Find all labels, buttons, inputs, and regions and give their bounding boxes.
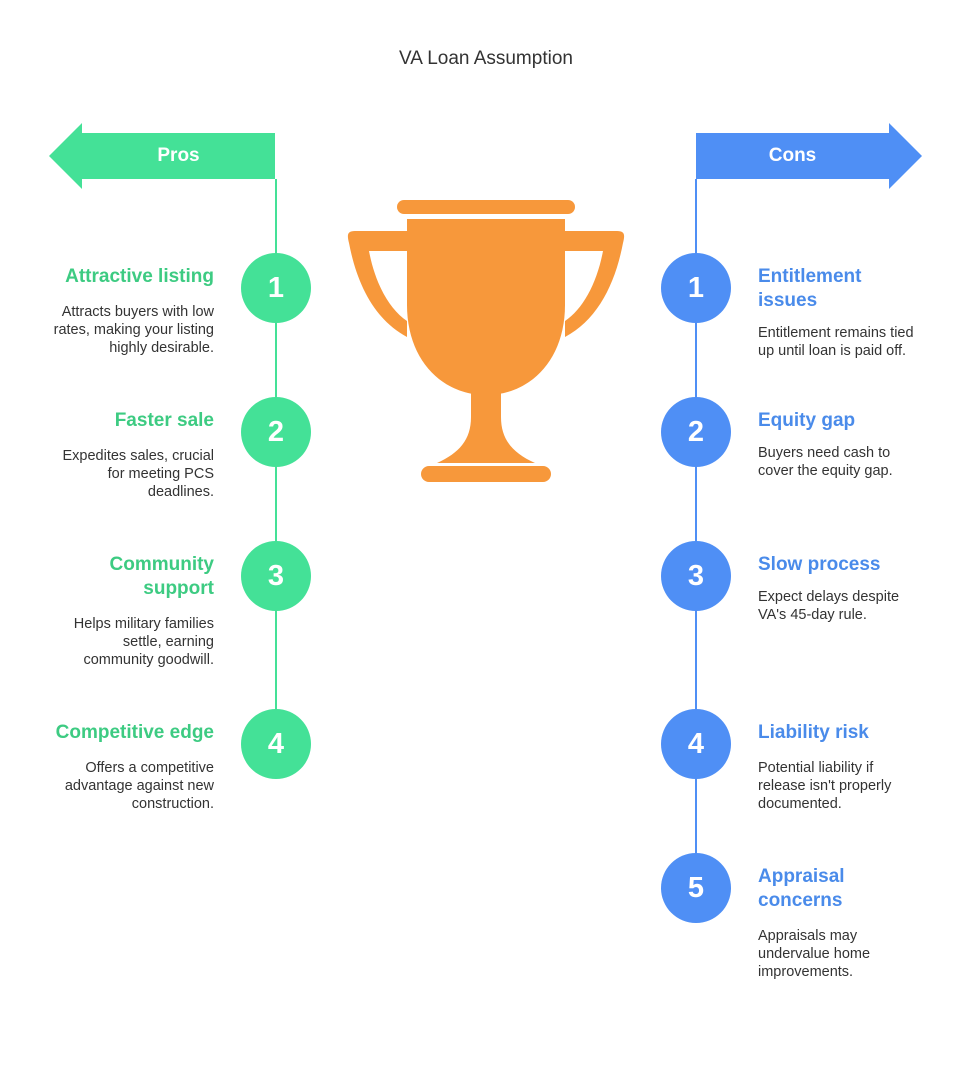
cons-item-title: Appraisal concerns: [758, 866, 845, 911]
cons-item-text: Expect delays despite VA's 45-day rule.: [758, 589, 900, 623]
cons-item-title: Slow process: [758, 554, 881, 575]
pros-label: Pros: [157, 145, 200, 166]
cons-item-text: Entitlement remains tied up until loan i…: [758, 325, 914, 359]
cons-number-circle: 3: [661, 541, 731, 611]
trophy-icon: [347, 200, 625, 482]
cons-arrow-shape: [696, 123, 922, 189]
diagram-title: VA Loan Assumption: [399, 48, 573, 69]
cons-number-circle: 5: [661, 853, 731, 923]
pros-item-text: Offers a competitive advantage against n…: [64, 760, 214, 812]
pros-number-circle: 1: [241, 253, 311, 323]
cons-number-circle: 2: [661, 397, 731, 467]
cons-item-text: Buyers need cash to cover the equity gap…: [758, 445, 893, 479]
pros-item-title: Faster sale: [114, 410, 214, 431]
cons-item-title: Equity gap: [758, 410, 856, 431]
cons-item-text: Potential liability if release isn't pro…: [758, 760, 892, 812]
pros-item-title: Competitive edge: [55, 722, 214, 743]
cons-timeline-line: [695, 179, 697, 889]
cons-banner: Cons: [696, 123, 923, 189]
pros-number-circle: 2: [241, 397, 311, 467]
cons-item-text: Appraisals may undervalue home improveme…: [758, 928, 871, 980]
pros-arrow-shape: [49, 123, 275, 189]
cons-label: Cons: [768, 145, 817, 166]
pros-banner: Pros: [49, 123, 276, 189]
pros-number-circle: 3: [241, 541, 311, 611]
pros-item-text: Attracts buyers with low rates, making y…: [53, 304, 214, 356]
pros-item-title: Community support: [109, 554, 215, 599]
pros-number-circle: 4: [241, 709, 311, 779]
cons-item-title: Liability risk: [758, 722, 869, 743]
pros-item-title: Attractive listing: [65, 266, 214, 287]
cons-item-title: Entitlement issues: [758, 266, 862, 311]
pros-item-text: Helps military families settle, earning …: [73, 616, 214, 668]
cons-number-circle: 4: [661, 709, 731, 779]
pros-item-text: Expedites sales, crucial for meeting PCS…: [62, 448, 214, 500]
cons-number-circle: 1: [661, 253, 731, 323]
